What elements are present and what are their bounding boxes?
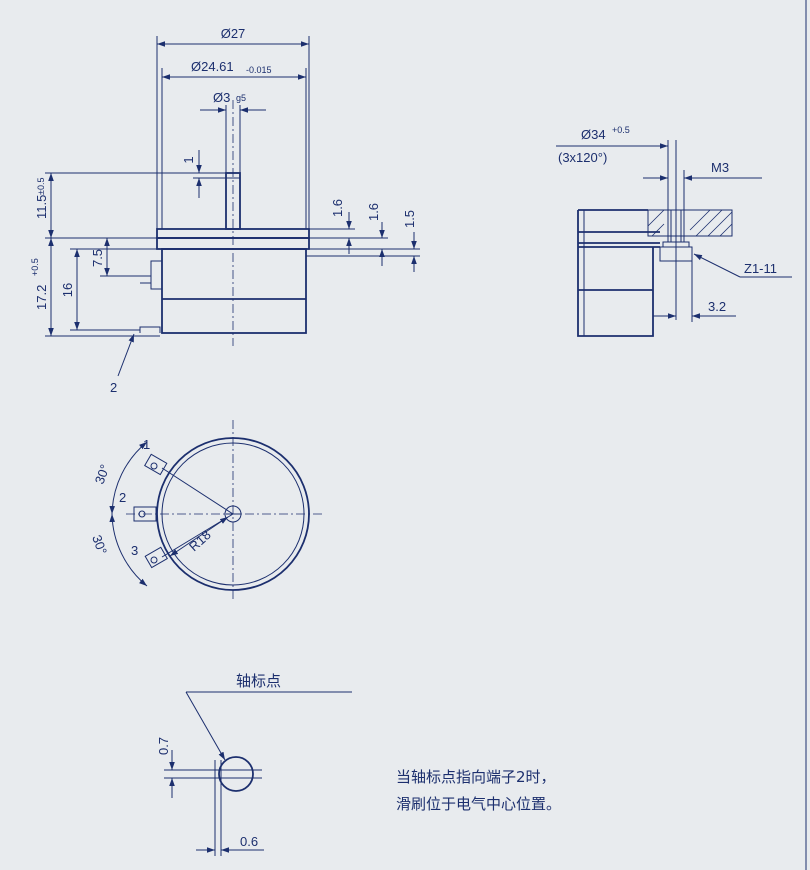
- terminal-2: [133, 506, 157, 522]
- label-terminal-3: 3: [131, 543, 138, 558]
- radius-line: [169, 516, 229, 557]
- dim-shaft-length: 11.5: [34, 195, 49, 219]
- inner-circle: [161, 442, 305, 586]
- dim-flat-width: 0.6: [240, 834, 258, 849]
- angle-lower: 30°: [89, 533, 110, 557]
- angle-arc-upper: [109, 441, 148, 515]
- terminal-callout: 2: [110, 380, 117, 395]
- marker-label: 轴标点: [236, 672, 281, 690]
- dim-bolt-circle-tol: +0.5: [612, 125, 630, 135]
- panel-hatching: [647, 209, 733, 237]
- front-view: Ø27 Ø24.61 -0.015 Ø3 g5 1 11.5 ±0.5 17.2…: [30, 26, 420, 395]
- top-view: 1 2 3 30° 30° R18: [89, 420, 325, 602]
- dim-flange-1: 1.6: [330, 199, 345, 217]
- mounting-panel: [647, 209, 733, 237]
- dim-total-height: 17.2: [34, 285, 49, 310]
- dim-panel: 3.2: [708, 299, 726, 314]
- side-section-view: Ø34 +0.5 (3x120°) M3 Z1-11 3.2: [556, 125, 792, 337]
- dim-dia-shaft-fit: g5: [236, 93, 246, 103]
- dim-flange-3: 1.5: [402, 210, 417, 228]
- outer-circle: [156, 437, 310, 591]
- dim-flat-depth: 1: [181, 156, 196, 163]
- dim-total-height-tol: +0.5: [30, 258, 40, 276]
- detail-view: 轴标点 0.7 0.6 当轴标点指向端子2时， 滑刷位于电气中心位置。: [156, 672, 561, 856]
- dim-shaft-length-tol: ±0.5: [36, 178, 46, 195]
- dim-dia-body-tol: -0.015: [246, 65, 272, 75]
- dim-terminal-height: 7.5: [90, 249, 105, 267]
- dim-flange-2: 1.6: [366, 203, 381, 221]
- bottom-terminal: [139, 326, 161, 333]
- dim-dia-body: Ø24.61: [191, 59, 234, 74]
- dim-flat-height: 0.7: [156, 737, 171, 755]
- label-terminal-2: 2: [119, 490, 126, 505]
- shaft-end-circle: [218, 756, 254, 792]
- bolt-pattern: (3x120°): [558, 150, 607, 165]
- pot-body-partial: [577, 209, 660, 337]
- angle-arc-lower: [109, 513, 148, 587]
- side-terminal: [150, 260, 163, 290]
- terminal-1: [144, 453, 168, 476]
- dim-bolt-circle: Ø34: [581, 127, 606, 142]
- terminal-3: [144, 546, 168, 569]
- thread-size: M3: [711, 160, 729, 175]
- note-line-2: 滑刷位于电气中心位置。: [396, 795, 561, 813]
- dim-radius: R18: [186, 527, 214, 554]
- pot-body: [161, 248, 307, 334]
- angle-upper: 30°: [92, 462, 113, 486]
- note-line-1: 当轴标点指向端子2时，: [396, 768, 556, 786]
- dim-dia-outer: Ø27: [221, 26, 246, 41]
- washer-spec: Z1-11: [744, 261, 777, 276]
- dim-body-height: 16: [60, 283, 75, 297]
- marker-leader: [185, 691, 226, 761]
- dim-dia-shaft: Ø3: [213, 90, 230, 105]
- shaft-circle: [224, 505, 242, 523]
